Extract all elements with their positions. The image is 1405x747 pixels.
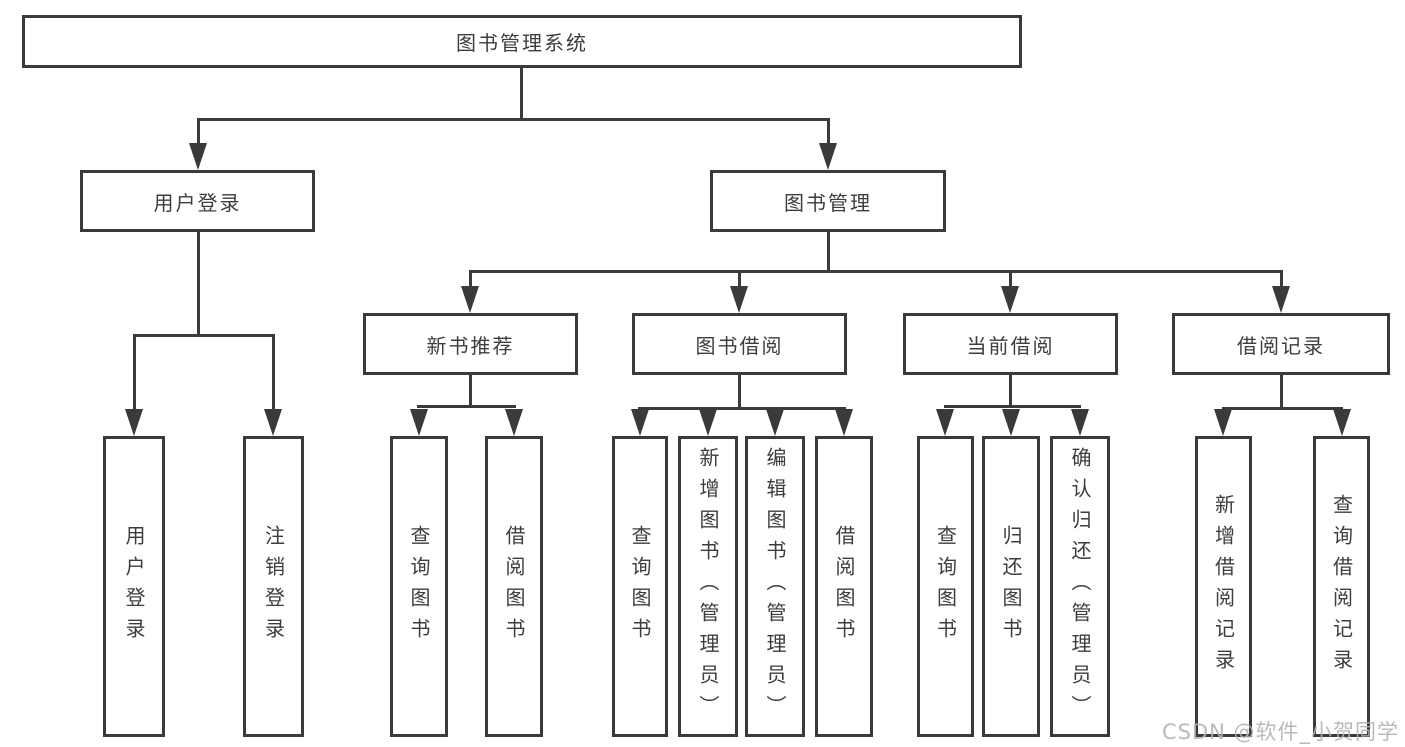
leaf-query-borrow-record: 查询借阅记录 [1313, 436, 1370, 737]
arrow-down-icon [1001, 286, 1019, 313]
arrow-down-icon [461, 286, 479, 313]
leaf-add-book-admin-label: 新增图书（管理员） [696, 447, 720, 726]
arrow-down-icon [264, 409, 282, 436]
watermark-text: CSDN @软件_小贺同学 [1161, 720, 1399, 744]
connector-line [1280, 375, 1283, 410]
leaf-borrow-book-borrow: 借阅图书 [815, 436, 873, 737]
connector-line [417, 405, 516, 408]
node-new-book-recommend-label: 新书推荐 [426, 333, 515, 358]
connector-line [738, 270, 741, 288]
connector-line [197, 118, 200, 146]
connector-line [469, 270, 1283, 273]
node-new-book-recommend: 新书推荐 [363, 313, 578, 375]
connector-line [197, 232, 200, 336]
node-user-login-label: 用户登录 [153, 190, 242, 215]
leaf-add-borrow-record: 新增借阅记录 [1195, 436, 1252, 737]
arrow-down-icon [835, 409, 853, 436]
leaf-borrow-book-recommend-label: 借阅图书 [502, 524, 526, 649]
arrow-down-icon [936, 409, 954, 436]
leaf-borrow-book-recommend: 借阅图书 [485, 436, 543, 737]
node-root-label: 图书管理系统 [456, 31, 588, 55]
arrow-down-icon [1071, 409, 1089, 436]
arrow-down-icon [1333, 409, 1351, 436]
connector-line [469, 375, 472, 408]
node-current-borrow-label: 当前借阅 [966, 333, 1055, 358]
connector-line [1009, 375, 1012, 408]
node-book-management-label: 图书管理 [784, 190, 872, 215]
leaf-query-book-borrow-label: 查询图书 [628, 524, 652, 649]
leaf-borrow-book-borrow-label: 借阅图书 [832, 524, 856, 649]
connector-line [827, 232, 830, 273]
leaf-query-book-current: 查询图书 [917, 436, 974, 737]
leaf-user-login: 用户登录 [103, 436, 165, 737]
leaf-return-book: 归还图书 [982, 436, 1040, 737]
arrow-down-icon [631, 409, 649, 436]
connector-line [1280, 270, 1283, 288]
leaf-user-login-label: 用户登录 [122, 524, 146, 649]
arrow-down-icon [730, 286, 748, 313]
connector-line [738, 375, 741, 410]
leaf-logout-label: 注销登录 [261, 524, 286, 649]
leaf-query-book-current-label: 查询图书 [933, 524, 958, 649]
leaf-logout: 注销登录 [243, 436, 304, 737]
leaf-query-book-recommend: 查询图书 [390, 436, 448, 737]
arrow-down-icon [699, 409, 717, 436]
arrow-down-icon [410, 409, 428, 436]
leaf-add-borrow-record-label: 新增借阅记录 [1211, 493, 1236, 680]
node-book-borrow: 图书借阅 [632, 313, 847, 375]
connector-line [944, 405, 1081, 408]
node-book-management: 图书管理 [710, 170, 946, 232]
arrow-down-icon [766, 409, 784, 436]
connector-line [1222, 407, 1343, 410]
leaf-query-book-borrow: 查询图书 [612, 436, 668, 737]
connector-line [1009, 270, 1012, 288]
connector-line [827, 118, 830, 146]
connector-line [133, 334, 136, 412]
leaf-confirm-return-admin-label: 确认归还（管理员） [1068, 447, 1092, 726]
arrow-down-icon [819, 143, 837, 170]
leaf-return-book-label: 归还图书 [999, 524, 1023, 649]
arrow-down-icon [505, 409, 523, 436]
leaf-add-book-admin: 新增图书（管理员） [678, 436, 738, 737]
node-borrow-records-label: 借阅记录 [1237, 333, 1325, 358]
connector-line [520, 67, 523, 120]
connector-line [197, 118, 830, 121]
leaf-edit-book-admin-label: 编辑图书（管理员） [763, 447, 787, 726]
leaf-query-borrow-record-label: 查询借阅记录 [1329, 493, 1354, 680]
node-root: 图书管理系统 [22, 15, 1022, 68]
arrow-down-icon [1002, 409, 1020, 436]
connector-line [638, 407, 846, 410]
leaf-confirm-return-admin: 确认归还（管理员） [1050, 436, 1110, 737]
node-current-borrow: 当前借阅 [903, 313, 1118, 375]
node-borrow-records: 借阅记录 [1172, 313, 1390, 375]
connector-line [272, 334, 275, 412]
connector-line [133, 334, 275, 337]
arrow-down-icon [189, 143, 207, 170]
arrow-down-icon [125, 409, 143, 436]
arrow-down-icon [1272, 286, 1290, 313]
node-book-borrow-label: 图书借阅 [695, 333, 784, 358]
arrow-down-icon [1214, 409, 1232, 436]
node-user-login: 用户登录 [80, 170, 315, 232]
leaf-edit-book-admin: 编辑图书（管理员） [745, 436, 805, 737]
leaf-query-book-recommend-label: 查询图书 [407, 524, 431, 649]
connector-line [469, 270, 472, 288]
